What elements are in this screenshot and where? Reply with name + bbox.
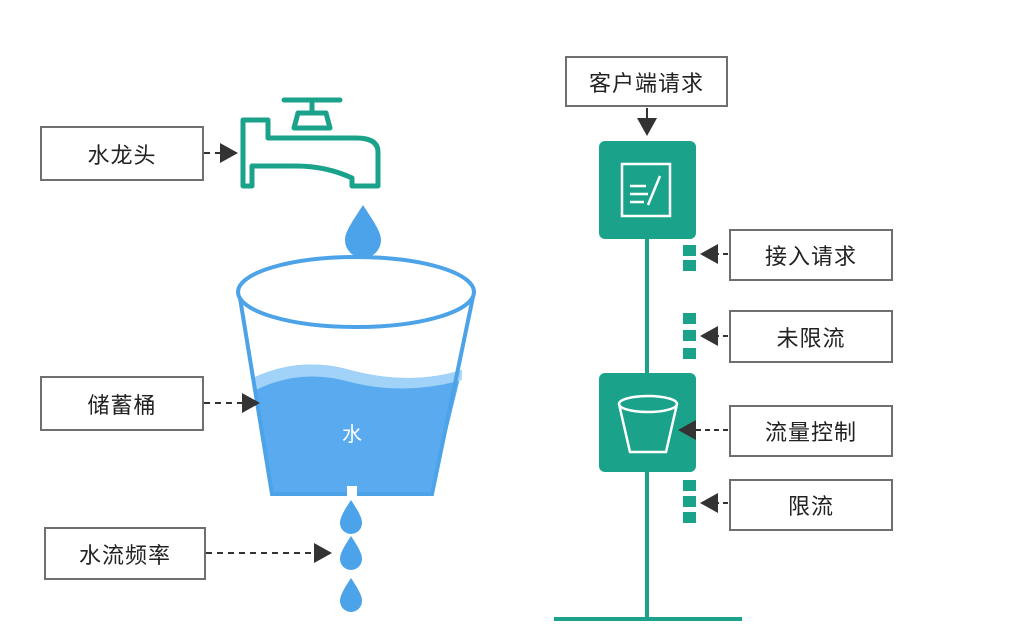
accept-request-label: 接入请求: [729, 229, 893, 281]
bucket-label: 储蓄桶: [40, 376, 204, 431]
cup-icon: [617, 394, 679, 454]
flow-control-label: 流量控制: [729, 405, 893, 457]
water-drop-icon: [345, 205, 381, 258]
water-drop-icon: [340, 578, 362, 612]
queue-squares: [683, 313, 696, 359]
flow-frequency-label: 水流频率: [44, 527, 206, 580]
flow-control-box: [599, 373, 696, 472]
client-request-label: 客户端请求: [565, 56, 728, 107]
document-icon: [620, 162, 672, 218]
water-text: 水: [342, 422, 362, 446]
faucet-icon: [240, 97, 381, 189]
faucet-label: 水龙头: [40, 126, 204, 181]
bucket-icon: [236, 255, 476, 498]
water-drop-icon: [340, 500, 362, 534]
queue-squares: [683, 480, 696, 523]
queue-squares: [683, 245, 696, 271]
unlimited-label: 未限流: [729, 310, 893, 363]
limited-label: 限流: [729, 479, 893, 531]
request-gate-box: [599, 141, 696, 239]
water-drop-icon: [340, 536, 362, 570]
